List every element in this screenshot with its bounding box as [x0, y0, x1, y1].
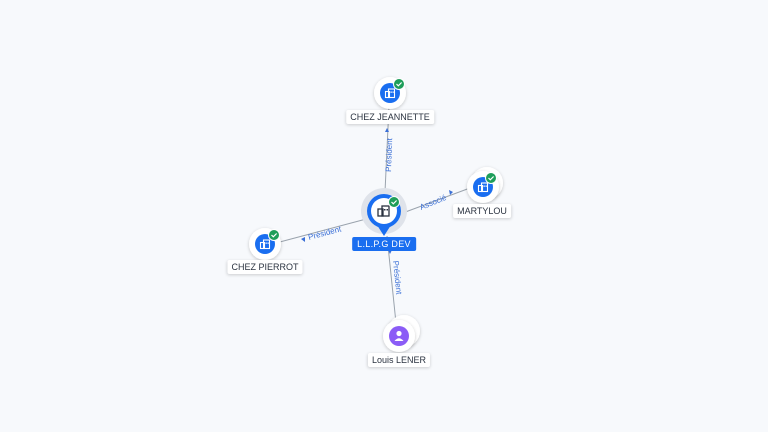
company-building-icon: [377, 205, 390, 217]
edge-arrow-louis: [388, 250, 392, 254]
verified-check-icon: [393, 78, 405, 90]
node-chez-pierrot[interactable]: [249, 228, 281, 260]
edge-label-pierrot: Président: [307, 224, 343, 242]
edge-label-jeannette: Président: [384, 137, 394, 172]
edge-arrow-pierrot: [301, 237, 305, 242]
edge-label-martylou: Associé: [418, 193, 448, 212]
verified-check-icon: [485, 172, 497, 184]
node-label-louis[interactable]: Louis LENER: [367, 353, 431, 367]
node-martylou[interactable]: [467, 167, 503, 203]
node-label-jeannette[interactable]: CHEZ JEANNETTE: [346, 110, 434, 124]
company-building-icon: [477, 182, 489, 193]
node-chez-jeannette[interactable]: [374, 77, 406, 109]
company-building-icon: [384, 88, 396, 99]
edge-pierrot: [275, 217, 371, 244]
verified-check-icon: [388, 196, 400, 208]
node-center-company[interactable]: [361, 188, 407, 236]
edge-label-louis: Président: [391, 260, 404, 295]
company-building-icon: [259, 239, 271, 250]
edge-martylou: [399, 187, 471, 215]
verified-check-icon: [268, 229, 280, 241]
person-icon: [394, 330, 404, 341]
edge-arrow-jeannette: [385, 128, 389, 132]
node-label-pierrot[interactable]: CHEZ PIERROT: [227, 260, 303, 274]
node-label-martylou[interactable]: MARTYLOU: [453, 204, 511, 218]
node-louis-lener[interactable]: [383, 315, 420, 352]
edge-arrow-martylou: [449, 190, 453, 195]
center-node-label[interactable]: L.L.P.G DEV: [352, 237, 416, 251]
